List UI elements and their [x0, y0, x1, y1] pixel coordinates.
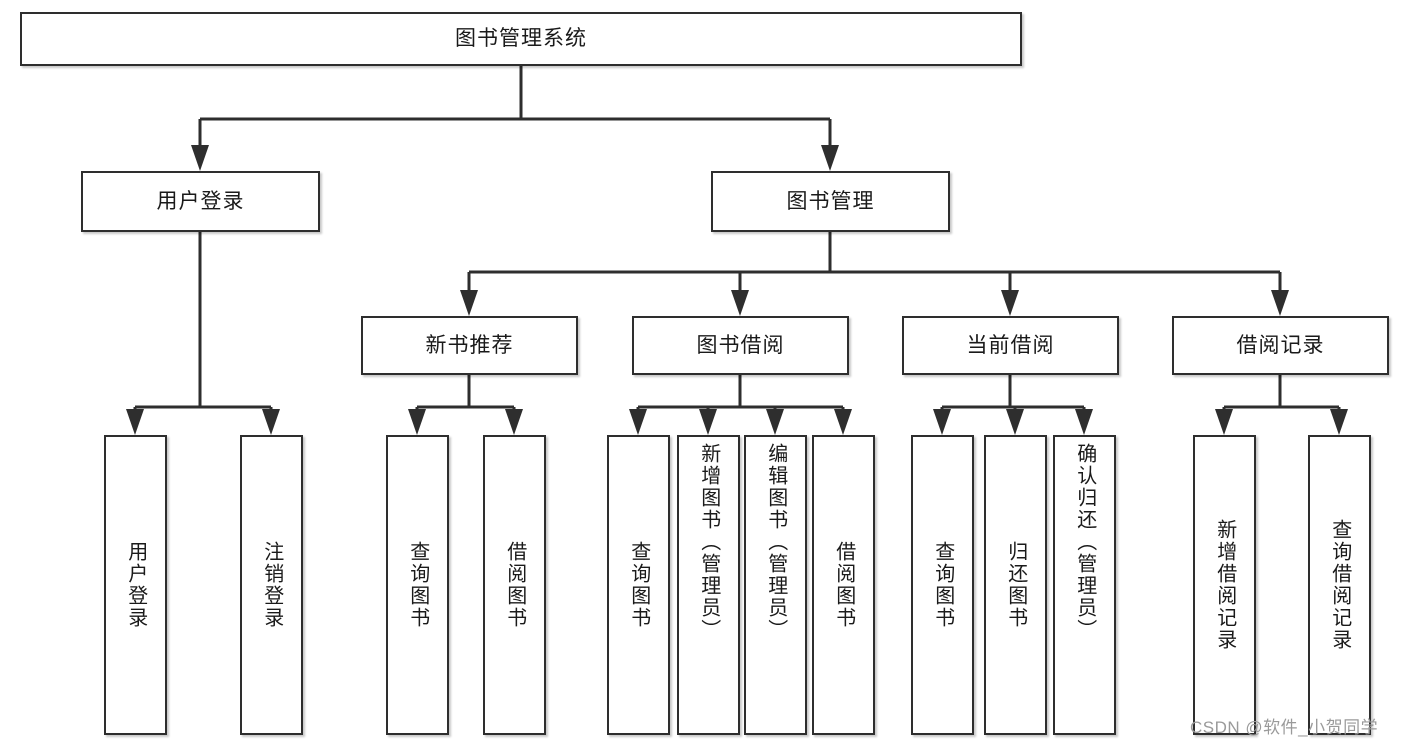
node-label: 当前借阅 — [966, 333, 1055, 357]
node-borrow-record[interactable]: 借阅记录 — [1172, 316, 1389, 375]
node-user-login[interactable]: 用户登录 — [81, 171, 320, 232]
arrowhead-bus-book-manage-3 — [1271, 290, 1289, 316]
arrowhead-bus-book-borrow-2 — [766, 409, 784, 435]
arrowhead-bus-user-login-1 — [262, 409, 280, 435]
arrowhead-bus-new-book-0 — [408, 409, 426, 435]
node-current-borrow[interactable]: 当前借阅 — [902, 316, 1119, 375]
node-label: 借阅图书 — [832, 541, 855, 629]
node-label: 图书管理系统 — [455, 27, 587, 51]
node-book-borrow[interactable]: 图书借阅 — [632, 316, 849, 375]
node-label: 新增借阅记录 — [1213, 519, 1236, 651]
node-label: 借阅记录 — [1236, 333, 1325, 357]
arrowhead-bus-current-borrow-0 — [933, 409, 951, 435]
leaf-leaf-confirm-return[interactable]: 确认归还（管理员） — [1053, 435, 1116, 735]
node-label: 用户登录 — [124, 541, 147, 629]
node-label: 编辑图书（管理员） — [764, 443, 787, 641]
leaf-leaf-user-login[interactable]: 用户登录 — [104, 435, 167, 735]
leaf-leaf-query-book-2[interactable]: 查询图书 — [607, 435, 670, 735]
arrowhead-bus-current-borrow-2 — [1075, 409, 1093, 435]
leaf-leaf-add-book[interactable]: 新增图书（管理员） — [677, 435, 740, 735]
node-label: 归还图书 — [1004, 541, 1027, 629]
arrowhead-bus-current-borrow-1 — [1006, 409, 1024, 435]
node-label: 查询图书 — [931, 541, 954, 629]
node-label: 注销登录 — [260, 541, 283, 629]
leaf-leaf-borrow-book-2[interactable]: 借阅图书 — [812, 435, 875, 735]
node-book-manage[interactable]: 图书管理 — [711, 171, 950, 232]
leaf-leaf-query-book-3[interactable]: 查询图书 — [911, 435, 974, 735]
leaf-leaf-return-book[interactable]: 归还图书 — [984, 435, 1047, 735]
node-new-book-recommend[interactable]: 新书推荐 — [361, 316, 578, 375]
arrowhead-bus-root-1 — [821, 145, 839, 171]
arrowhead-bus-book-manage-2 — [1001, 290, 1019, 316]
leaf-leaf-add-record[interactable]: 新增借阅记录 — [1193, 435, 1256, 735]
node-label: 借阅图书 — [503, 541, 526, 629]
leaf-leaf-edit-book[interactable]: 编辑图书（管理员） — [744, 435, 807, 735]
arrowhead-bus-book-borrow-1 — [699, 409, 717, 435]
leaf-leaf-query-record[interactable]: 查询借阅记录 — [1308, 435, 1371, 735]
leaf-leaf-logout[interactable]: 注销登录 — [240, 435, 303, 735]
node-label: 新书推荐 — [425, 333, 514, 357]
node-label: 查询借阅记录 — [1328, 519, 1351, 651]
node-label: 图书管理 — [786, 189, 875, 213]
arrowhead-bus-book-borrow-3 — [834, 409, 852, 435]
node-label: 确认归还（管理员） — [1073, 443, 1096, 641]
leaf-leaf-query-book-1[interactable]: 查询图书 — [386, 435, 449, 735]
node-label: 新增图书（管理员） — [697, 443, 720, 641]
arrowhead-bus-new-book-1 — [505, 409, 523, 435]
node-root[interactable]: 图书管理系统 — [20, 12, 1022, 66]
arrowhead-bus-book-borrow-0 — [629, 409, 647, 435]
node-label: 用户登录 — [156, 189, 245, 213]
node-label: 查询图书 — [406, 541, 429, 629]
arrowhead-bus-book-manage-1 — [731, 290, 749, 316]
arrowhead-bus-book-manage-0 — [460, 290, 478, 316]
arrowhead-bus-user-login-0 — [126, 409, 144, 435]
arrowhead-bus-root-0 — [191, 145, 209, 171]
arrowhead-bus-borrow-record-1 — [1330, 409, 1348, 435]
node-label: 查询图书 — [627, 541, 650, 629]
leaf-leaf-borrow-book-1[interactable]: 借阅图书 — [483, 435, 546, 735]
node-label: 图书借阅 — [696, 333, 785, 357]
arrowhead-bus-borrow-record-0 — [1215, 409, 1233, 435]
